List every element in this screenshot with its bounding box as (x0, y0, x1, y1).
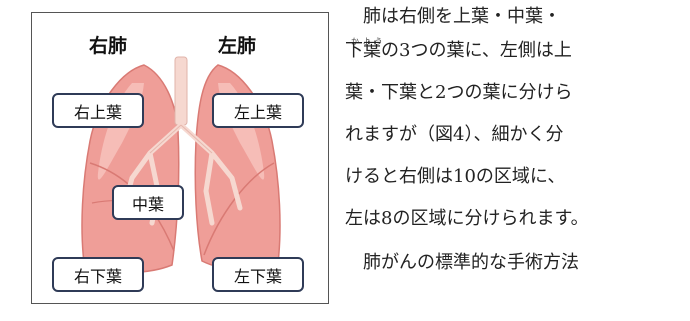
body-text-line-1: 肺は右側を上葉・中葉・ (345, 6, 561, 27)
right-lower-lobe-label: 右下葉 (52, 257, 144, 292)
middle-lobe-label: 中葉 (112, 185, 184, 220)
left-oblique-fissure (203, 162, 275, 256)
bronchi-outline (149, 124, 213, 154)
lung-lobes-figure: 右肺 左肺 右上葉 左上葉 中葉 右下葉 左下葉 (31, 12, 329, 304)
right-upper-lobe-label: 右上葉 (52, 93, 144, 128)
right-lung-title: 右肺 (89, 35, 128, 57)
body-text-line-7: 肺がんの標準的な手術方法 (345, 252, 579, 273)
body-text-line-5: けると右側は10の区域に、 (345, 166, 566, 187)
ruby-reading: かよう (351, 37, 387, 46)
left-lower-lobe-label: 左下葉 (212, 257, 304, 292)
trachea (174, 56, 188, 126)
body-text-line-3: 葉・下葉と2つの葉に分けら (345, 82, 573, 103)
left-upper-lobe-label: 左上葉 (212, 93, 304, 128)
body-text-line-6: 左は8の区域に分けられます。 (345, 208, 589, 229)
left-lung-title: 左肺 (218, 35, 257, 57)
body-text-line-2: 下葉の3つの葉に、左側は上 (345, 40, 572, 61)
body-text-line-4: れますが（図4）、細かく分 (345, 124, 564, 145)
